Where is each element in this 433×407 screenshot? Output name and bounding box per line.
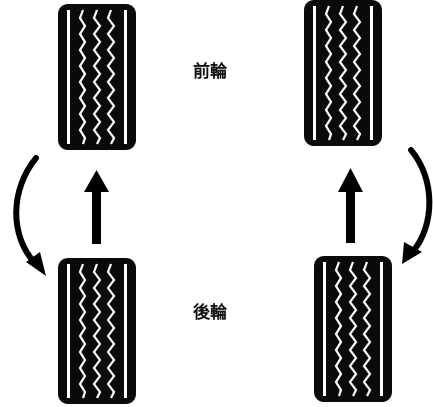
front-wheel-label: 前輪 [193,61,228,82]
front-right-tire-icon [302,0,384,148]
front-left-tire-icon [56,2,138,152]
rear-right-tire-icon [312,254,394,404]
rear-left-tire-icon [56,256,138,406]
right-arrow-up-icon [338,168,363,243]
rear-wheel-label: 後輪 [193,302,228,323]
right-curved-arrow-icon [402,147,433,264]
left-curved-arrow-icon [13,155,46,276]
left-arrow-up-icon [84,170,109,244]
